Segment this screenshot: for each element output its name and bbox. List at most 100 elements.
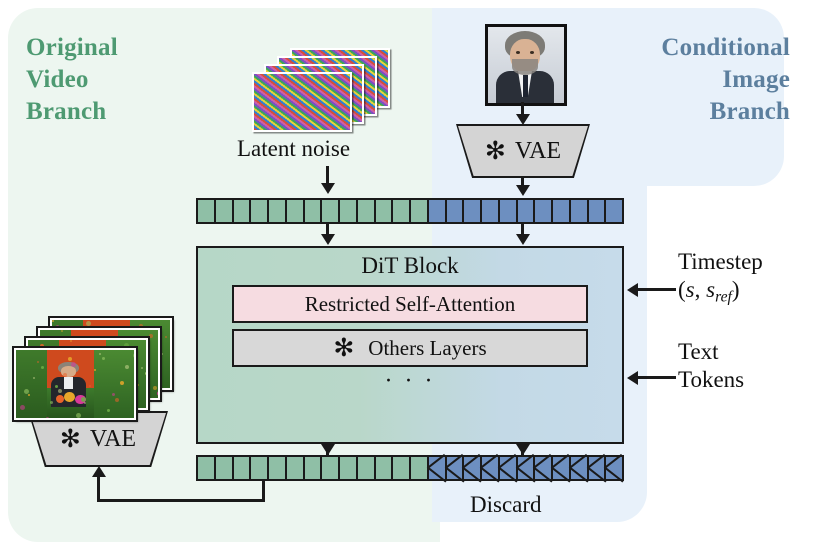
video-token-cell [286,200,305,222]
discard-label: Discard [470,492,542,517]
conditional-image-branch-title: Conditional Image Branch [610,32,790,128]
snowflake-icon: ✻ [333,334,355,362]
others-layers-label: Others Layers [368,335,487,360]
video-token-cell [198,200,216,222]
video-texture-dot [165,336,168,339]
input-token-strip [196,198,624,224]
arrowhead-up [91,466,106,477]
timestep-symbol-sref-subscript: ref [715,288,732,306]
timestep-symbol-s: s [685,277,695,303]
arrow-strip-to-dit-left [326,224,329,236]
vae-encoder-label: VAE [514,137,562,164]
video-token-cell [322,457,340,479]
snowflake-icon: ✻ [59,425,81,453]
video-texture-dot [71,361,77,367]
video-texture-dot [148,334,153,339]
video-texture-dot [24,388,30,394]
timestep-label: Timestep (s, sref) [678,248,818,307]
arrow-timestep-to-dit [638,288,676,291]
video-texture-dot [58,389,63,394]
video-token-cell [269,457,287,479]
video-token-cell [304,200,323,222]
portrait-eye-left [516,51,520,54]
branch-title-line-3: Branch [709,98,790,125]
video-texture-dot [139,324,144,329]
output-token-strip [196,455,624,481]
vae-encoder: ✻ VAE [458,126,588,176]
video-token-cell [357,200,376,222]
video-texture-dot [45,417,49,418]
branch-title-line-1: Original [26,34,118,61]
video-texture-dot [61,330,64,332]
restricted-self-attention-label: Restricted Self-Attention [304,291,516,316]
dit-block[interactable]: DiT Block Restricted Self-Attention ✻ Ot… [196,246,624,444]
original-video-branch-title: Original Video Branch [26,32,206,128]
video-token-cell [340,200,358,222]
discarded-reference-token-cell [606,457,622,479]
arrowhead-down [515,234,530,245]
video-texture-dot [98,352,101,355]
video-texture-dot [76,413,82,418]
feedback-line-horizontal [97,499,265,502]
video-texture-dot [52,320,54,322]
vae-decoder-label: VAE [89,425,137,452]
arrowhead-down [515,185,530,196]
latent-noise-frame-stack [252,48,390,132]
video-token-cell [411,200,429,222]
text-tokens-label-line-2: Tokens [678,367,745,393]
video-token-cell [251,200,269,222]
video-token-cell [251,457,269,479]
reference-token-cell [428,200,447,222]
arrow-noise-to-token-strip [326,166,329,184]
video-token-cell [233,457,252,479]
video-token-cell [357,457,376,479]
video-texture-dot [39,344,44,349]
video-token-cell [215,457,234,479]
video-texture-dot [115,397,120,402]
video-texture-dot [40,365,44,369]
video-texture-dot [89,385,92,388]
arrowhead-left [627,370,638,385]
video-texture-dot [37,360,40,363]
video-flower [75,394,86,405]
reference-token-cell [553,200,571,222]
video-texture-dot [136,383,139,386]
snowflake-icon: ✻ [484,137,506,165]
arrowhead-down [320,444,335,455]
video-subject-shirt [64,377,73,389]
branch-title-line-2: Video [26,66,89,93]
video-token-cell [375,200,394,222]
reference-token-cell [606,200,622,222]
video-texture-dot [156,390,158,396]
dit-block-title: DiT Block [361,253,459,278]
video-texture-dot [86,320,92,326]
portrait-tie [523,75,528,97]
discarded-reference-token-cell [482,457,500,479]
feedback-line-up [97,477,100,501]
video-texture-dot [50,401,54,404]
video-texture-dot [54,384,58,388]
video-texture-dot [63,373,68,378]
reference-token-cell [588,200,607,222]
portrait-eye-right [530,51,534,54]
arrow-strip-to-dit-right [521,224,524,236]
feedback-line-down [262,481,265,501]
video-texture-dot [102,357,106,361]
text-tokens-label: Text Tokens [678,338,818,394]
discarded-reference-token-cell [570,457,589,479]
timestep-label-line-1: Timestep [678,249,763,274]
others-layers[interactable]: ✻ Others Layers [232,329,588,367]
video-texture-dot [55,324,59,328]
arrowhead-down [320,234,335,245]
reference-token-cell [517,200,536,222]
arrowhead-left [627,282,638,297]
video-flower [56,394,65,404]
video-texture-dot [144,371,146,375]
branch-title-line-3: Branch [26,98,107,125]
arrow-vae-to-token-strip [521,178,524,186]
video-texture-dot [67,356,72,361]
arrowhead-down [515,444,530,455]
reference-token-cell [570,200,589,222]
restricted-self-attention-layer[interactable]: Restricted Self-Attention [232,285,588,323]
arrow-text-tokens-to-others [638,376,676,379]
